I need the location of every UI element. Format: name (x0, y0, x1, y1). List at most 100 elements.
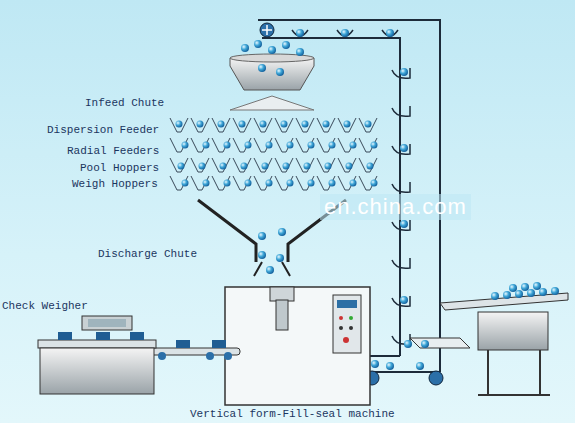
hopper (317, 158, 335, 172)
hopper (233, 118, 251, 132)
product-ball (386, 29, 394, 37)
product-ball (266, 266, 274, 274)
hopper (296, 138, 314, 152)
product-ball (371, 142, 378, 149)
product-ball (323, 121, 330, 128)
product-ball (344, 121, 351, 128)
product-ball (197, 121, 204, 128)
product-ball (304, 163, 311, 170)
product-ball (245, 180, 252, 187)
part-label: Weigh Hoppers (72, 178, 158, 191)
product-ball (350, 180, 357, 187)
product-ball (278, 228, 286, 236)
hopper (254, 158, 272, 172)
product-ball (224, 180, 231, 187)
product-ball (509, 284, 517, 292)
product-ball (371, 360, 379, 368)
product-ball (367, 163, 374, 170)
product-ball (266, 180, 273, 187)
product-ball (296, 29, 304, 37)
drive-wheel (429, 371, 443, 385)
product-ball (281, 121, 288, 128)
bucket (337, 30, 353, 36)
product-ball (329, 180, 336, 187)
dispersion-feeder (230, 96, 314, 110)
hopper (338, 176, 356, 190)
hopper (359, 138, 377, 152)
product-ball (287, 180, 294, 187)
hopper (254, 138, 272, 152)
product-ball (404, 340, 412, 348)
drive-wheel (260, 23, 274, 37)
hopper (338, 118, 356, 132)
bucket (392, 68, 410, 78)
hopper (275, 158, 293, 172)
part-label: Infeed Chute (85, 97, 164, 110)
hopper (170, 176, 188, 190)
product-ball (527, 289, 535, 297)
part-label: Discharge Chute (98, 248, 197, 261)
vffs-machine (225, 287, 370, 405)
hopper (296, 118, 314, 132)
hopper (359, 176, 377, 190)
product-ball (254, 40, 262, 48)
product-ball (416, 362, 424, 370)
bucket (392, 296, 410, 306)
hopper (254, 176, 272, 190)
product-ball (258, 232, 266, 240)
hopper (296, 158, 314, 172)
product-ball (266, 142, 273, 149)
product-ball (282, 41, 290, 49)
feed-table (410, 293, 568, 395)
bucket (292, 30, 308, 36)
product-ball (551, 287, 559, 295)
hopper (191, 176, 209, 190)
hopper (317, 176, 335, 190)
product-ball (308, 180, 315, 187)
hopper (338, 158, 356, 172)
product-ball (241, 44, 249, 52)
hopper (275, 118, 293, 132)
product-ball (239, 121, 246, 128)
hopper (212, 138, 230, 152)
bucket (392, 258, 410, 268)
product-ball (341, 29, 349, 37)
hopper (254, 118, 272, 132)
hopper (317, 118, 335, 132)
hoppers (170, 118, 377, 190)
product-ball (276, 68, 284, 76)
hopper (338, 138, 356, 152)
product-ball (365, 121, 372, 128)
part-label: Check Weigher (2, 300, 88, 313)
product-ball (515, 290, 523, 298)
product-ball (325, 163, 332, 170)
infeed-chute (230, 58, 314, 90)
part-label: Pool Hoppers (80, 162, 159, 175)
watermark: en.china.com (320, 194, 471, 220)
product-ball (268, 46, 276, 54)
product-ball (262, 163, 269, 170)
hopper (191, 118, 209, 132)
product-ball (371, 180, 378, 187)
bucket (392, 182, 410, 192)
product-ball (400, 296, 408, 304)
product-ball (224, 142, 231, 149)
product-ball (178, 163, 185, 170)
hopper (275, 138, 293, 152)
hopper (317, 138, 335, 152)
product-balls (176, 29, 560, 370)
product-ball (491, 292, 499, 300)
hopper (233, 138, 251, 152)
hopper (170, 118, 188, 132)
bucket (392, 220, 410, 230)
hopper (170, 158, 188, 172)
hopper (359, 118, 377, 132)
product-ball (245, 142, 252, 149)
product-ball (182, 142, 189, 149)
hopper (191, 138, 209, 152)
hopper (212, 176, 230, 190)
product-ball (203, 142, 210, 149)
product-ball (260, 121, 267, 128)
product-ball (276, 254, 284, 262)
product-ball (199, 163, 206, 170)
